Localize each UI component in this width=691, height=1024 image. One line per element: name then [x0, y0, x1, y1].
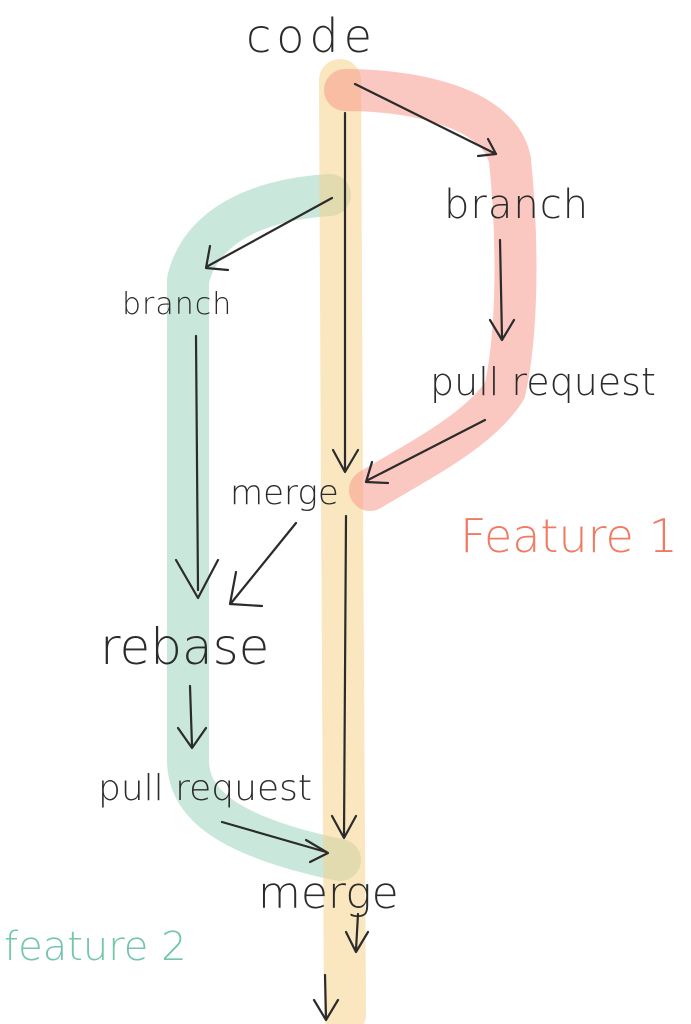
track-label-feature2: feature 2	[4, 924, 187, 970]
arrow-head	[228, 570, 264, 608]
main-track-band	[319, 59, 366, 1024]
arrows	[174, 82, 516, 1022]
arrow-code-to-branch-right	[353, 82, 498, 156]
arrow-merge-middle-to-merge-bottom	[342, 514, 348, 838]
arrow-head	[312, 998, 340, 1022]
node-pull-request-left: pull request	[98, 768, 312, 809]
arrow-head	[176, 726, 208, 750]
arrow-head	[364, 460, 390, 485]
arrow-head	[204, 244, 230, 272]
arrow-head	[304, 838, 330, 864]
node-branch-right: branch	[444, 182, 589, 228]
node-rebase: rebase	[100, 618, 269, 676]
feature2-track-band	[167, 174, 361, 881]
node-merge-middle: merge	[230, 473, 339, 513]
arrow-merge-to-rebase	[230, 521, 298, 604]
arrow-head	[330, 814, 358, 840]
arrow-head	[476, 137, 498, 158]
arrow-head	[174, 558, 220, 600]
arrow-branch-to-pull-request-right	[498, 238, 504, 340]
arrow-pull-request-to-merge-middle	[366, 418, 487, 482]
feature1-track-band	[324, 69, 537, 511]
node-code: code	[246, 9, 377, 63]
node-pull-request-right: pull request	[430, 360, 656, 404]
arrow-code-to-branch-left	[206, 196, 334, 268]
node-branch-left: branch	[122, 287, 232, 322]
node-merge-bottom: merge	[258, 868, 399, 919]
arrow-head	[488, 318, 516, 342]
track-label-feature1: Feature 1	[460, 509, 678, 563]
arrow-head	[331, 448, 360, 474]
arrow-rebase-to-pull-request-left	[188, 684, 194, 748]
arrow-merge-bottom-down	[354, 912, 360, 952]
arrow-pull-request-to-merge-bottom	[220, 820, 328, 854]
arrow-exit-down	[323, 973, 328, 1020]
arrow-branch-left-to-rebase	[194, 334, 200, 592]
arrow-head	[344, 930, 370, 954]
